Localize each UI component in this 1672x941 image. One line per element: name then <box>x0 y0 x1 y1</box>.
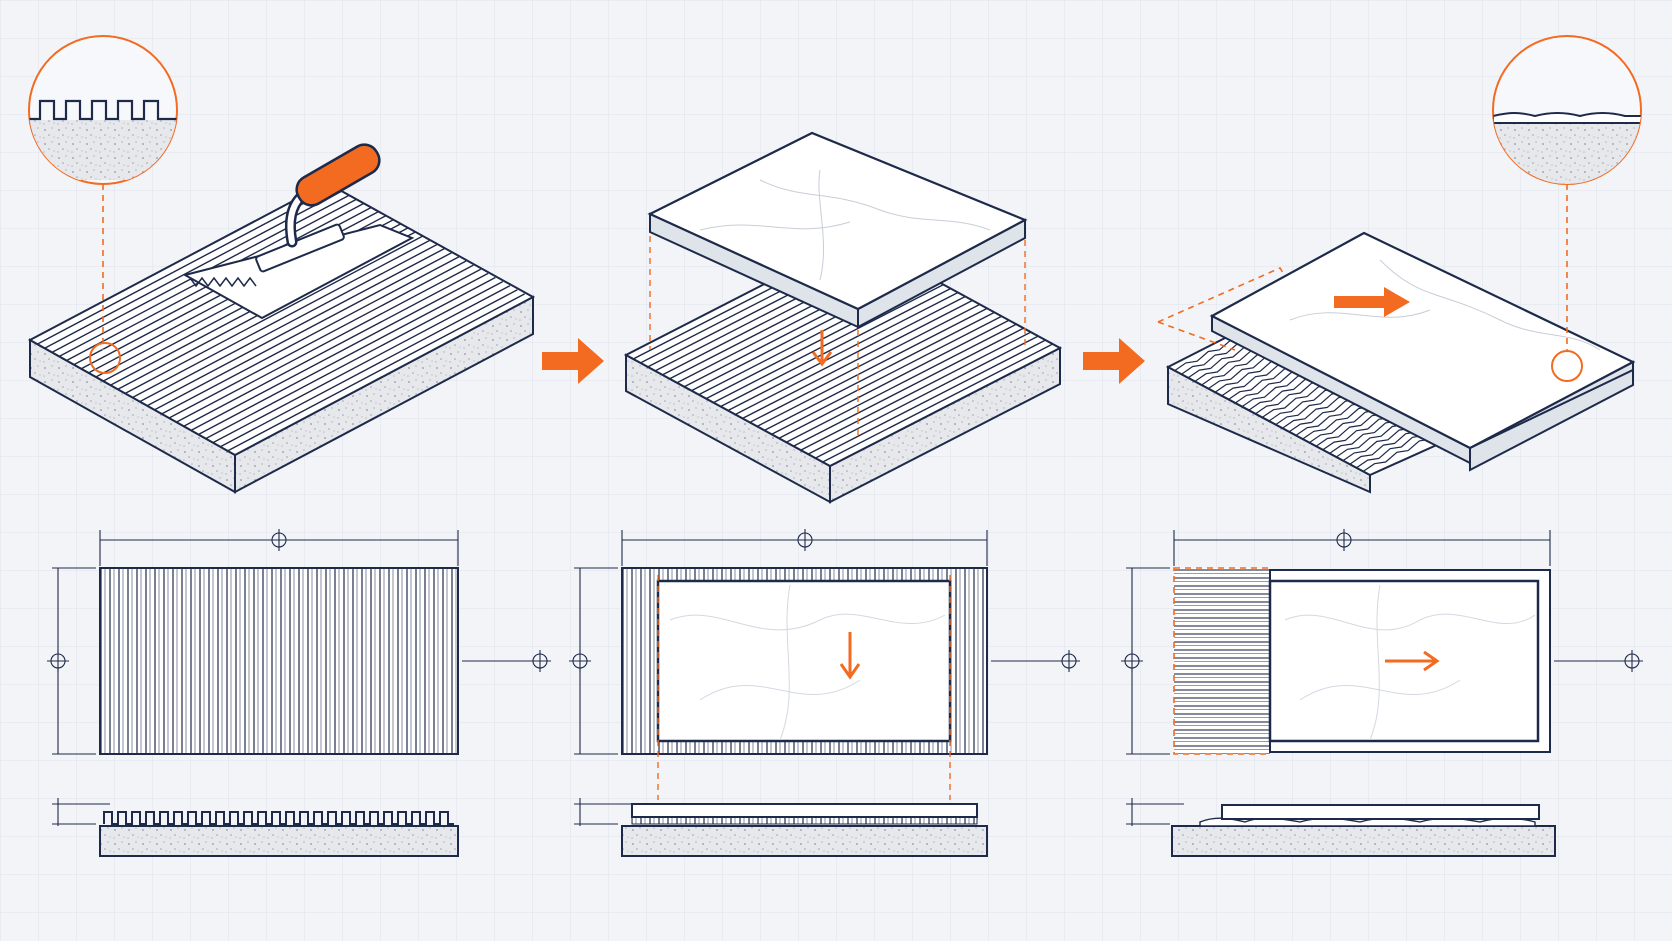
ridge-line <box>176 264 474 423</box>
dimension-lines <box>47 529 1643 826</box>
step-3-section-view <box>1171 804 1556 857</box>
step-1-section-view <box>99 811 459 857</box>
ridge-line <box>183 268 482 427</box>
ridge-line <box>793 327 1024 447</box>
ridge-line <box>154 252 452 411</box>
ridge-line <box>800 331 1032 451</box>
ridge-line <box>205 280 504 440</box>
dimension-target-icon <box>1121 650 1143 672</box>
ridge-line <box>212 285 511 444</box>
ridge-line <box>807 335 1039 455</box>
dimension-target-icon <box>1621 650 1643 672</box>
arrow-right-icon <box>542 338 604 384</box>
dimension-target-icon <box>1333 529 1355 551</box>
step-2-section-view <box>621 803 988 857</box>
ridge-line <box>168 260 467 419</box>
ridge-line <box>198 276 496 436</box>
ridge-line <box>785 323 1017 443</box>
arrow-down-icon <box>811 330 833 367</box>
dimension-target-icon <box>529 650 551 672</box>
ridge-line <box>720 287 952 408</box>
step-2-plan-view <box>621 567 988 800</box>
ridge-line <box>815 339 1046 459</box>
ridge-line <box>146 248 445 407</box>
ridge-line <box>220 289 518 448</box>
ridge-line <box>132 239 430 399</box>
ridge-line <box>190 272 489 431</box>
ridge-line <box>36 186 335 345</box>
step-2-iso-view <box>623 131 1063 504</box>
ridge-line <box>727 291 959 412</box>
step-1-iso-view <box>27 35 536 494</box>
ridge-line <box>713 283 944 404</box>
ridge-line <box>161 256 460 415</box>
dimension-target-icon <box>268 529 290 551</box>
step-3-plan-view <box>1173 567 1551 755</box>
step-1-plan-view <box>99 567 459 755</box>
ridge-line <box>778 319 1010 439</box>
ridge-line <box>822 343 1054 463</box>
ridge-line <box>749 303 981 424</box>
ridge-line <box>124 235 423 395</box>
ridge-line <box>139 243 438 403</box>
ridge-line <box>742 299 973 420</box>
ridge-line <box>734 295 966 416</box>
ridge-line <box>756 307 988 427</box>
ridge-line <box>227 293 526 452</box>
arrow-right-icon <box>1083 338 1145 384</box>
trowel-icon <box>182 143 415 320</box>
ridge-line <box>771 315 1003 435</box>
dimension-target-icon <box>1058 650 1080 672</box>
dimension-target-icon <box>794 529 816 551</box>
ridge-line <box>764 311 995 431</box>
step-3-iso-view <box>1157 35 1642 494</box>
dimension-target-icon <box>569 650 591 672</box>
dimension-target-icon <box>47 650 69 672</box>
